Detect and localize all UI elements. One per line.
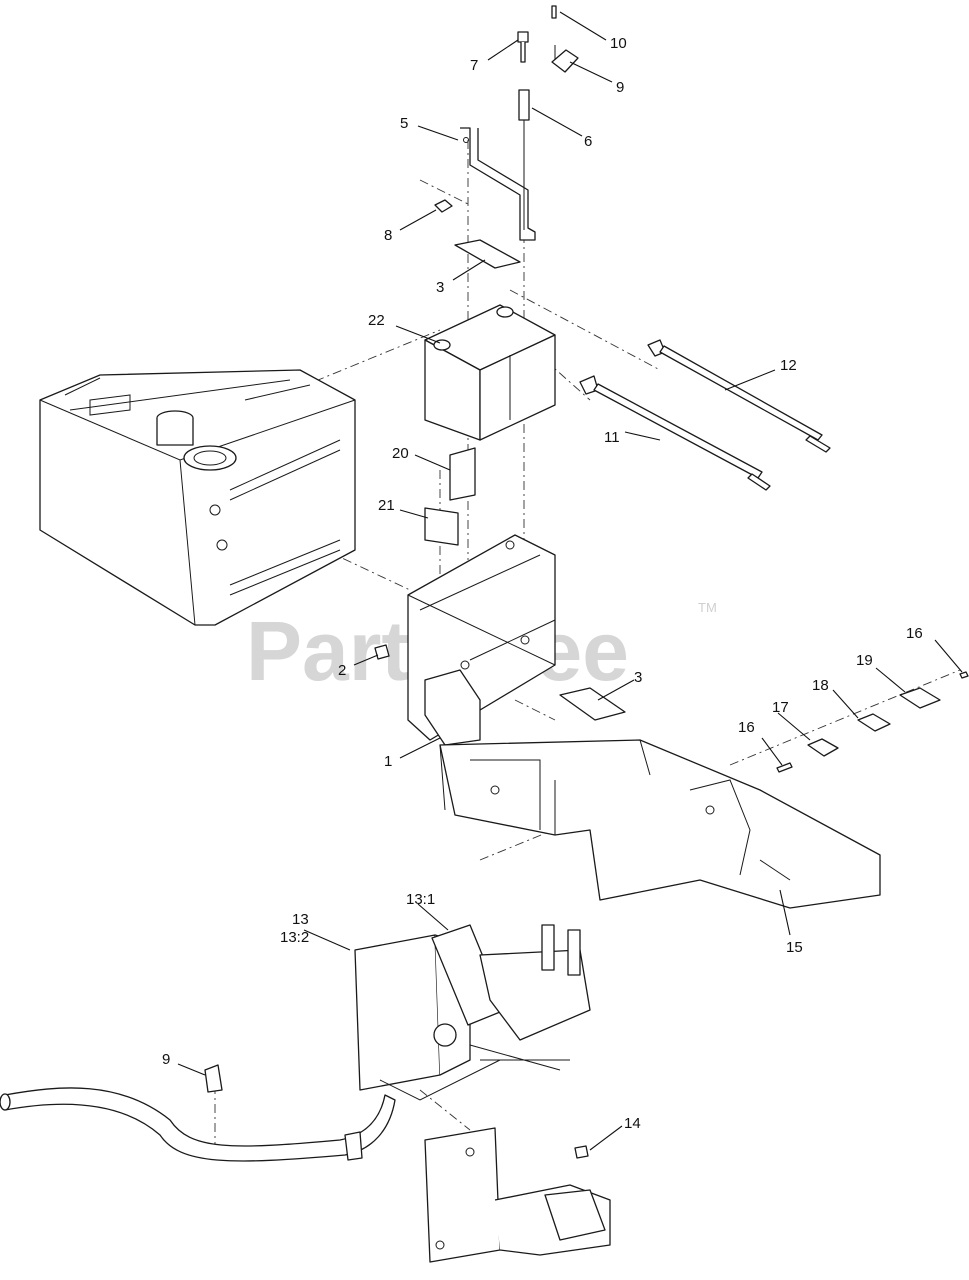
pad-20 xyxy=(449,447,476,501)
terminal-cover xyxy=(551,45,579,73)
battery-hold-down-bracket xyxy=(460,127,536,241)
callout-7: 7 xyxy=(470,57,478,74)
callout-13: 13 xyxy=(292,911,309,928)
callout-16-right: 16 xyxy=(906,625,923,642)
callout-9-bottom: 9 xyxy=(162,1051,170,1068)
battery xyxy=(424,304,556,441)
callout-12: 12 xyxy=(780,357,797,374)
bolt xyxy=(517,31,529,63)
callout-20: 20 xyxy=(392,445,409,462)
callout-2: 2 xyxy=(338,662,346,679)
callout-9-top: 9 xyxy=(616,79,624,96)
callout-5: 5 xyxy=(400,115,408,132)
callout-18: 18 xyxy=(812,677,829,694)
callout-10: 10 xyxy=(610,35,627,52)
joystick-assembly xyxy=(431,924,591,1071)
callout-6: 6 xyxy=(584,133,592,150)
screw xyxy=(551,5,557,19)
callout-15: 15 xyxy=(786,939,803,956)
callout-21: 21 xyxy=(378,497,395,514)
mounting-plate xyxy=(424,1127,611,1263)
pad-lower xyxy=(559,687,626,721)
watermark-trademark: TM xyxy=(698,600,717,615)
fuel-tank xyxy=(39,369,356,626)
callout-13-1: 13:1 xyxy=(406,891,435,908)
battery-tray xyxy=(407,534,556,746)
hardware-stack xyxy=(776,671,969,773)
callout-13-2: 13:2 xyxy=(280,929,309,946)
callout-3-upper: 3 xyxy=(436,279,444,296)
callout-22: 22 xyxy=(368,312,385,329)
handle-tube xyxy=(0,1064,396,1162)
control-console xyxy=(439,739,881,909)
nut xyxy=(434,199,453,213)
battery-cable-negative xyxy=(579,375,771,491)
battery-cable-positive xyxy=(647,339,831,453)
leader-lines xyxy=(177,11,963,1151)
callout-17: 17 xyxy=(772,699,789,716)
pad-21 xyxy=(424,507,459,546)
screw-14 xyxy=(574,1145,589,1159)
callout-labels: 10 7 9 5 6 8 3 22 12 11 20 21 2 3 16 19 … xyxy=(162,35,923,1132)
j-bolt xyxy=(518,89,530,230)
pad-upper xyxy=(454,239,521,269)
carriage-bolt xyxy=(374,644,390,660)
callout-14: 14 xyxy=(624,1115,641,1132)
callout-8: 8 xyxy=(384,227,392,244)
callout-11: 11 xyxy=(604,429,620,446)
callout-16-left: 16 xyxy=(738,719,755,736)
callout-1: 1 xyxy=(384,753,392,770)
callout-3-lower: 3 xyxy=(634,669,642,686)
callout-19: 19 xyxy=(856,652,873,669)
